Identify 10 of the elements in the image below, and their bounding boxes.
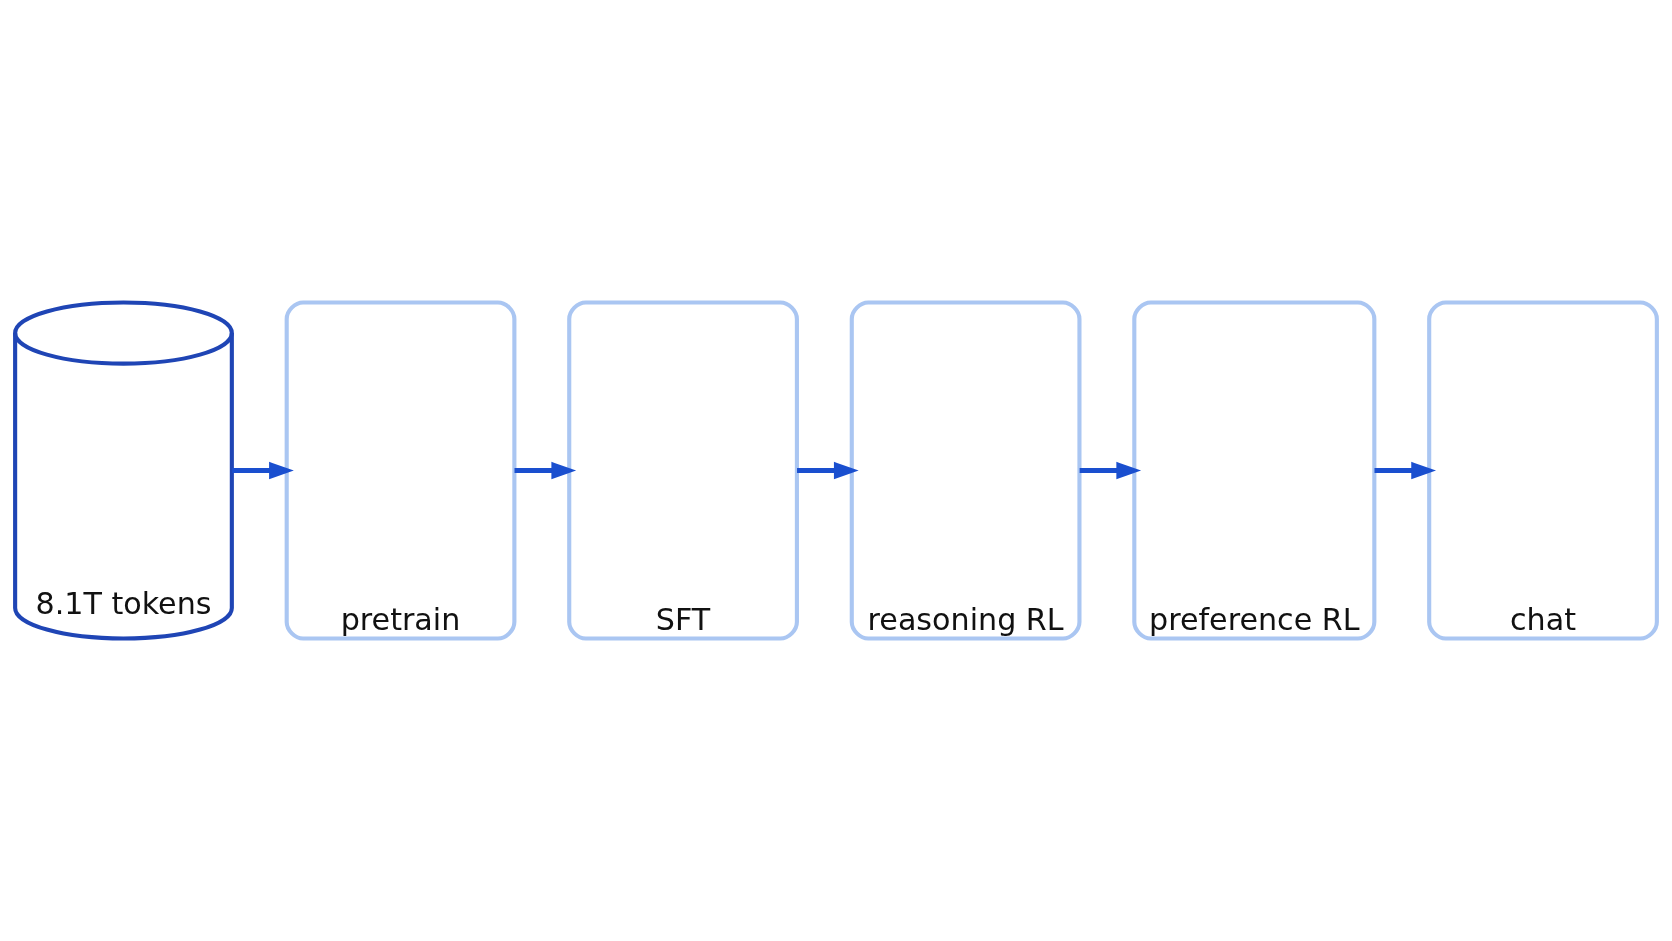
node-box: chat (1427, 300, 1659, 641)
arrow (232, 461, 294, 480)
node-box: reasoning RL (849, 300, 1082, 641)
arrow (514, 461, 577, 480)
arrow (1374, 461, 1436, 480)
arrow (1079, 461, 1142, 480)
node-box: preference RL (1132, 300, 1377, 641)
node-box: pretrain (284, 300, 517, 641)
node-box: SFT (567, 300, 799, 641)
arrow (797, 461, 859, 480)
